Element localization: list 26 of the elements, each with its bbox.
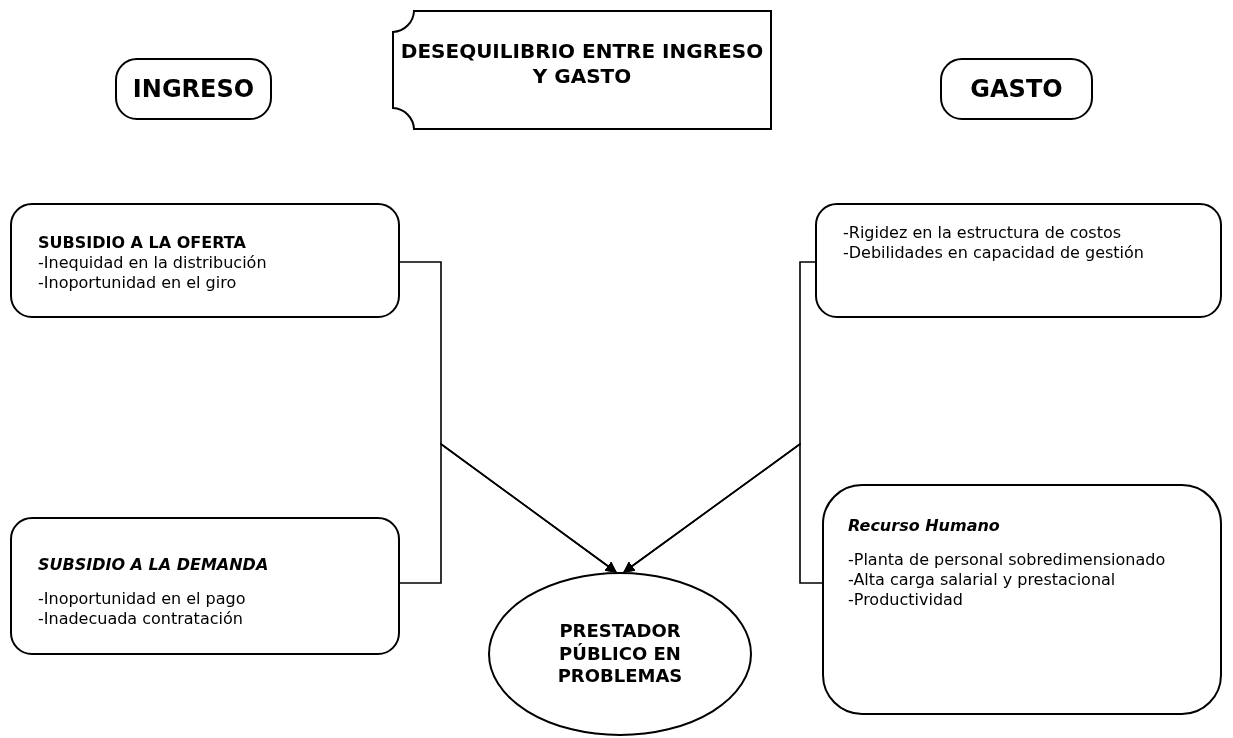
rounded-box bbox=[822, 484, 1222, 715]
item-text: -Rigidez en la estructura de costos bbox=[843, 223, 1122, 243]
ellipse-node bbox=[488, 572, 752, 736]
rounded-box bbox=[10, 517, 400, 655]
item-text: -Inadecuada contratación bbox=[38, 609, 243, 629]
rounded-box bbox=[940, 58, 1093, 120]
node-title: GASTO bbox=[970, 74, 1063, 104]
node-title: DESEQUILIBRIO ENTRE INGRESO Y GASTO bbox=[399, 39, 765, 89]
rounded-box bbox=[115, 58, 272, 120]
item-text: -Inoportunidad en el giro bbox=[38, 273, 237, 293]
item-text: -Planta de personal sobredimensionado bbox=[848, 550, 1166, 570]
item-text: -Inoportunidad en el pago bbox=[38, 589, 246, 609]
node-title: INGRESO bbox=[132, 74, 255, 104]
rounded-box bbox=[10, 203, 400, 318]
heading-text: Recurso Humano bbox=[848, 516, 1000, 536]
connector-arrow bbox=[399, 442, 617, 584]
rounded-box bbox=[815, 203, 1222, 318]
node-title: PRESTADOR PÚBLICO EN PROBLEMAS bbox=[556, 620, 684, 688]
title-plaque bbox=[392, 10, 772, 130]
connector-arrow bbox=[623, 442, 823, 584]
item-text: -Alta carga salarial y prestacional bbox=[848, 570, 1116, 590]
heading-text: SUBSIDIO A LA DEMANDA bbox=[38, 555, 269, 575]
item-text: -Debilidades en capacidad de gestión bbox=[843, 243, 1144, 263]
item-text: -Productividad bbox=[848, 590, 963, 610]
heading-text: SUBSIDIO A LA OFERTA bbox=[38, 233, 246, 253]
item-text: -Inequidad en la distribución bbox=[38, 253, 267, 273]
